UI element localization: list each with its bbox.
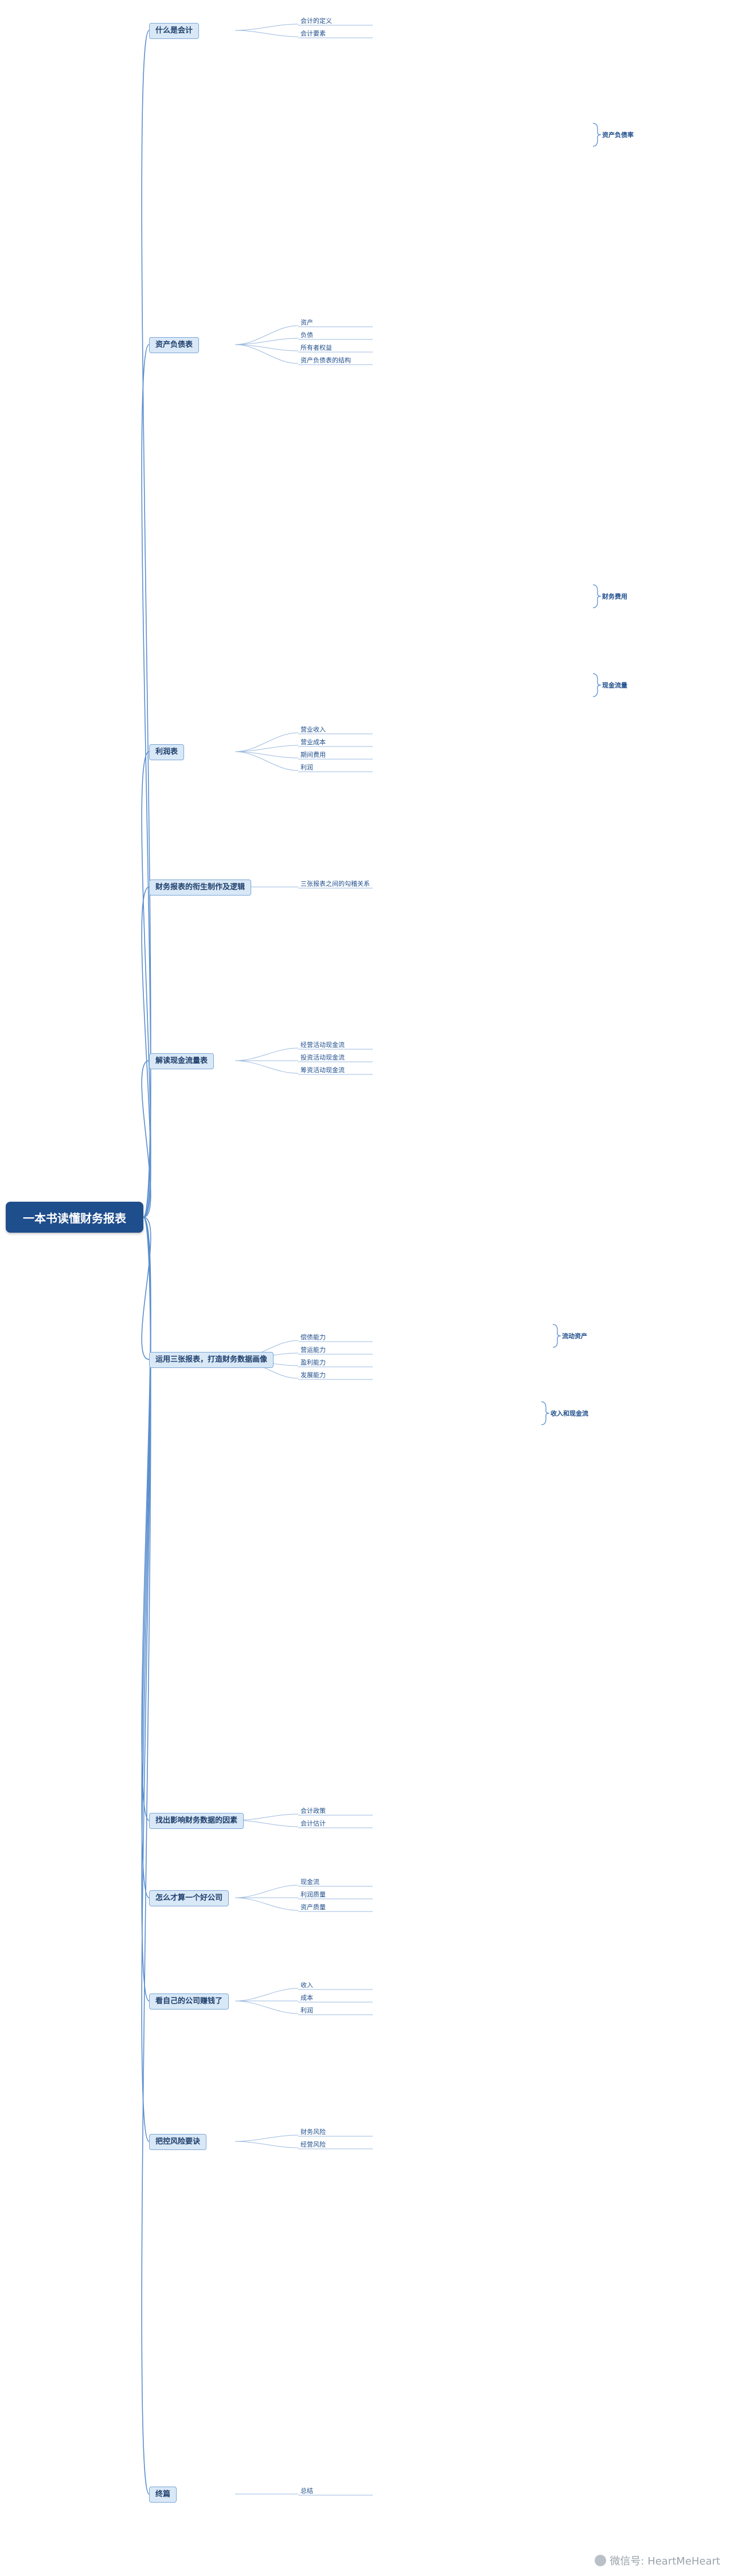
watermark-text: 微信号: HeartMeHeart (610, 2555, 720, 2567)
connector-line (141, 1217, 151, 1360)
sub-node[interactable]: 现金流 (300, 1878, 319, 1886)
branch-node[interactable]: 资产负债表 (149, 337, 200, 353)
sub-node[interactable]: 利润质量 (300, 1891, 326, 1898)
sub-node[interactable]: 资产负债表的结构 (300, 357, 351, 364)
summary-brace (592, 673, 602, 697)
branch-node[interactable]: 什么是会计 (149, 23, 200, 39)
connector-line (235, 1060, 299, 1074)
sub-node[interactable]: 会计的定义 (300, 17, 332, 25)
connector-line (235, 24, 299, 31)
connector-line (235, 344, 299, 351)
connector-line (235, 2000, 299, 2014)
sub-node[interactable]: 成本 (300, 1994, 313, 2002)
connector-line (141, 1060, 151, 1218)
connector-line (235, 1813, 299, 1821)
summary-note: 资产负债率 (602, 131, 634, 139)
sub-node[interactable]: 投资活动现金流 (300, 1054, 345, 1061)
summary-note: 收入和现金流 (550, 1410, 588, 1417)
connector-line (235, 344, 299, 364)
sub-node[interactable]: 所有者权益 (300, 344, 332, 351)
connector-line (235, 751, 299, 759)
connector-line (235, 30, 299, 37)
sub-node[interactable]: 筹资活动现金流 (300, 1066, 345, 1074)
connector-line (141, 344, 151, 1218)
branch-node[interactable]: 怎么才算一个好公司 (149, 1890, 229, 1906)
connector-line (235, 2141, 299, 2148)
sub-node[interactable]: 会计估计 (300, 1820, 326, 1827)
connector-line (235, 1897, 299, 1911)
sub-node[interactable]: 资产质量 (300, 1903, 326, 1911)
connector-line (235, 1047, 299, 1061)
branch-node[interactable]: 终篇 (149, 2487, 177, 2503)
sub-node[interactable]: 财务风险 (300, 2128, 326, 2136)
sub-node[interactable]: 资产 (300, 319, 313, 326)
connector-line (235, 751, 299, 771)
connector-line (235, 1885, 299, 1898)
branch-node[interactable]: 运用三张报表，打造财务数据画像 (149, 1352, 274, 1368)
sub-node[interactable]: 负债 (300, 331, 313, 339)
sub-node[interactable]: 会计要素 (300, 30, 326, 37)
sub-node[interactable]: 经营活动现金流 (300, 1041, 345, 1049)
summary-brace (541, 1401, 550, 1425)
sub-node[interactable]: 三张报表之间的勾稽关系 (300, 880, 370, 888)
sub-node[interactable]: 收入 (300, 1981, 313, 1989)
branch-node[interactable]: 看自己的公司赚钱了 (149, 1993, 229, 2010)
connector-line (235, 325, 299, 345)
wechat-icon (595, 2555, 607, 2566)
branch-node[interactable]: 财务报表的衔生制作及逻辑 (149, 879, 252, 896)
summary-note: 流动资产 (562, 1332, 587, 1340)
summary-note: 财务费用 (602, 593, 627, 600)
connector-line (141, 1217, 151, 2495)
sub-node[interactable]: 经营风险 (300, 2141, 326, 2148)
connector-line (235, 1820, 299, 1827)
branch-node[interactable]: 利润表 (149, 744, 185, 760)
summary-brace (592, 584, 602, 608)
branch-node[interactable]: 解读现金流量表 (149, 1053, 214, 1069)
summary-brace (592, 123, 602, 147)
branch-node[interactable]: 找出影响财务数据的因素 (149, 1813, 244, 1829)
connector-line (141, 1217, 151, 2142)
branch-node[interactable]: 把控风险要诀 (149, 2134, 207, 2150)
sub-node[interactable]: 利润 (300, 764, 313, 771)
summary-brace (552, 1324, 561, 1348)
sub-node[interactable]: 会计政策 (300, 1807, 326, 1815)
connector-line (141, 751, 151, 1218)
sub-node[interactable]: 发展能力 (300, 1371, 326, 1379)
sub-node[interactable]: 偿债能力 (300, 1334, 326, 1341)
connector-line (141, 886, 151, 1218)
connector-line (235, 732, 299, 752)
sub-node[interactable]: 利润 (300, 2007, 313, 2014)
sub-node[interactable]: 营业成本 (300, 738, 326, 746)
root-node[interactable]: 一本书读懂财务报表 (6, 1202, 143, 1233)
connector-line (235, 745, 299, 752)
connector-line (235, 338, 299, 345)
connector-line (235, 1988, 299, 2002)
connector-line (235, 2135, 299, 2142)
summary-note: 现金流量 (602, 682, 627, 689)
watermark: 微信号: HeartMeHeart (595, 2553, 720, 2568)
sub-node[interactable]: 营业收入 (300, 726, 326, 733)
sub-node[interactable]: 营运能力 (300, 1346, 326, 1354)
sub-node[interactable]: 期间费用 (300, 751, 326, 759)
sub-node[interactable]: 总结 (300, 2487, 313, 2495)
sub-node[interactable]: 盈利能力 (300, 1359, 326, 1366)
